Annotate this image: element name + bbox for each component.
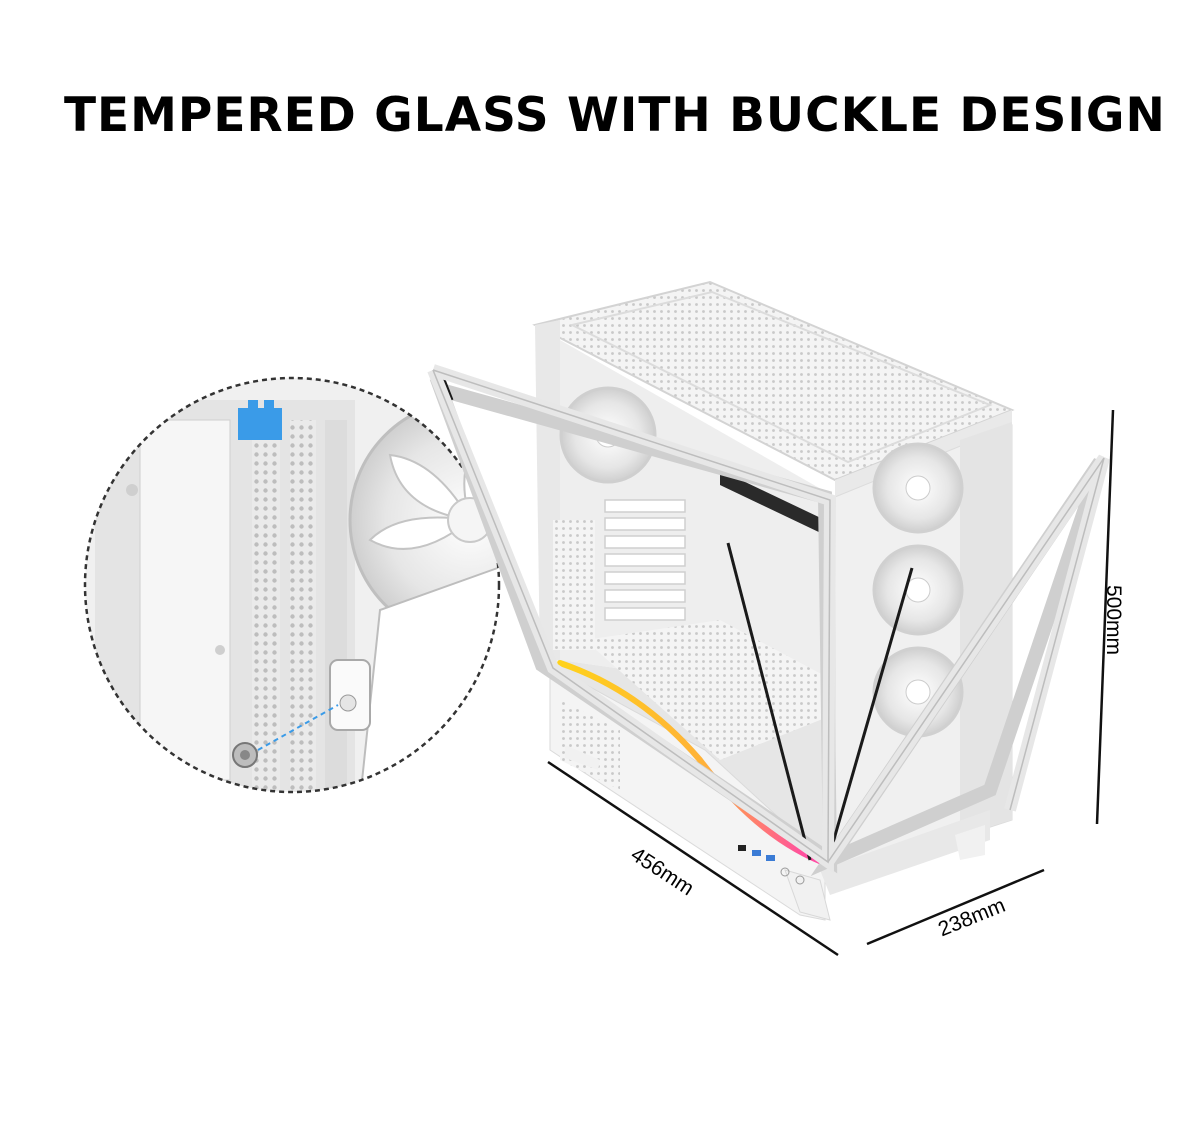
page-title: TEMPERED GLASS WITH BUCKLE DESIGN <box>64 88 1166 143</box>
zoom-detail <box>83 376 501 794</box>
height-dimension-label: 500mm <box>1102 584 1126 656</box>
dimension-lines <box>547 409 1115 957</box>
